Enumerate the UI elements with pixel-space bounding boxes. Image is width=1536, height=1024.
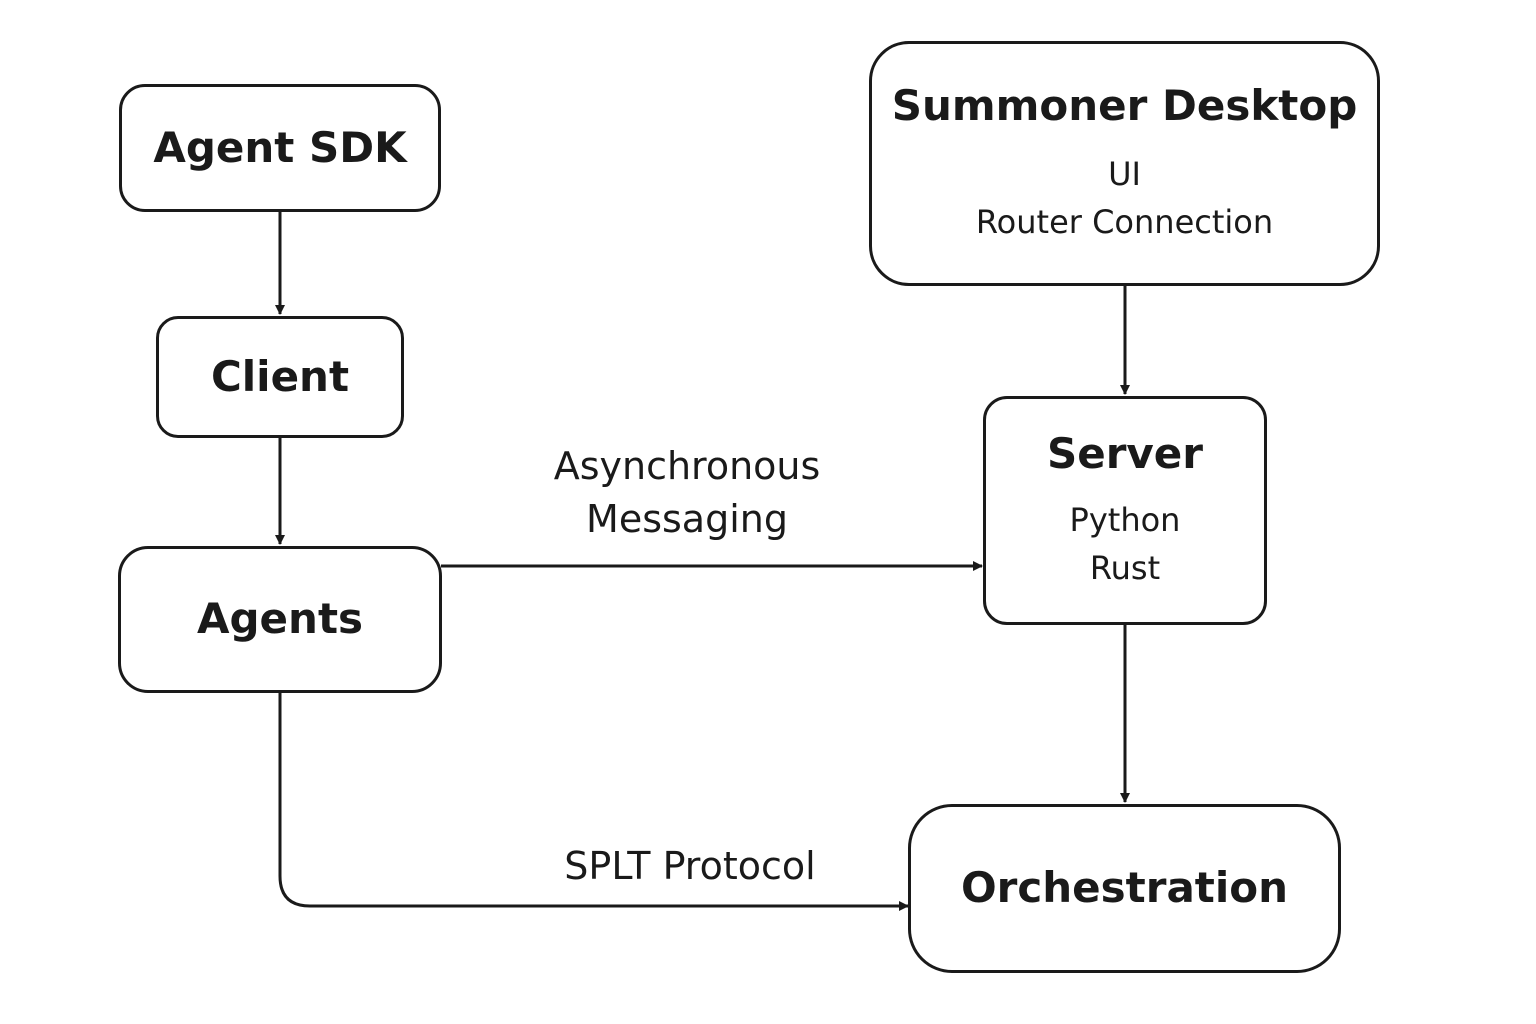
agents-title: Agents xyxy=(196,594,364,644)
agents-node: Agents xyxy=(118,546,442,693)
splt-protocol-label: SPLT Protocol xyxy=(490,840,890,893)
async-messaging-line-1: Asynchronous xyxy=(553,444,821,488)
summoner-desktop-node: Summoner Desktop UI Router Connection xyxy=(869,41,1380,286)
client-title: Client xyxy=(210,351,350,401)
arrow-agents-to-orchestration xyxy=(278,693,909,911)
agent-sdk-node: Agent SDK xyxy=(119,84,441,212)
server-node: Server Python Rust xyxy=(983,396,1267,625)
server-python-line: Python xyxy=(1069,500,1181,539)
orchestration-node: Orchestration xyxy=(908,804,1341,973)
async-messaging-line-2: Messaging xyxy=(586,497,788,542)
orchestration-title: Orchestration xyxy=(960,863,1289,913)
client-node: Client xyxy=(156,316,404,438)
async-messaging-label: Asynchronous Messaging xyxy=(487,440,887,546)
summoner-desktop-title: Summoner Desktop xyxy=(891,81,1358,131)
agent-sdk-title: Agent SDK xyxy=(153,122,407,172)
server-rust-line: Rust xyxy=(1089,548,1161,587)
summoner-desktop-ui-line: UI xyxy=(1108,154,1141,193)
server-title: Server xyxy=(1046,429,1204,479)
summoner-desktop-router-line: Router Connection xyxy=(975,202,1274,241)
splt-protocol-text: SPLT Protocol xyxy=(564,844,816,888)
